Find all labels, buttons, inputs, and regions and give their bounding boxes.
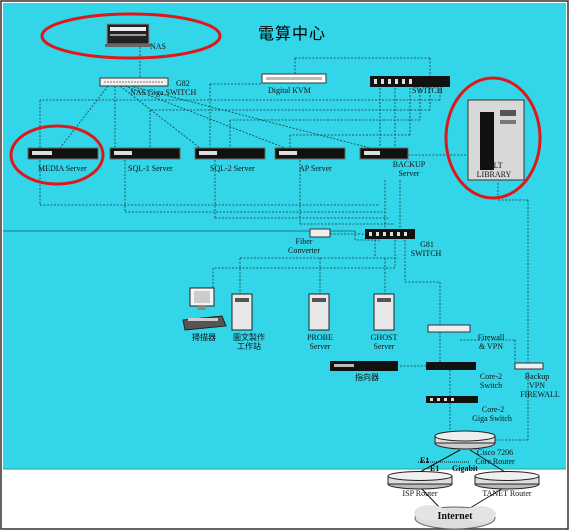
nas-switch-device (99, 77, 169, 87)
sdlt-library-device (467, 99, 525, 181)
diagram-background (3, 3, 566, 469)
director-label: 指向器 (355, 373, 379, 382)
backup-vpn-label-3: FIREWALL (520, 390, 560, 399)
tanet-router-device (474, 471, 540, 490)
workstation-label: 圖文製作 (233, 333, 265, 342)
ghost-label: GHOST (370, 333, 398, 342)
workstation-label-2: 工作站 (237, 342, 261, 351)
g81-switch-device (365, 229, 415, 239)
kvm-device (261, 73, 327, 84)
top-switch-device (370, 76, 450, 87)
isp-router-label: ISP Router (402, 489, 438, 498)
firewall-label-2: & VPN (478, 342, 504, 351)
core-switches (426, 362, 478, 403)
sdlt-label-2: LIBRARY (476, 170, 512, 179)
core2-switch-label-2: Switch (479, 381, 503, 390)
nas-device (105, 23, 151, 47)
highlight-marks (9, 12, 542, 200)
g81-label: G81 (420, 240, 434, 249)
ghost-label-2: Server (373, 342, 395, 351)
nas-switch-label-2: NAS Giga SWITCH (130, 88, 197, 97)
tanet-router-label: TANET Router (482, 489, 532, 498)
cisco-label-2: Core Router (475, 457, 515, 466)
switch-label: SWITCH (412, 86, 443, 95)
backup-vpn-label: Backup (524, 372, 550, 381)
backup-server-label-2: Server (398, 169, 420, 178)
g81-label-2: SWITCH (410, 249, 442, 258)
gigabit-label: Gigabit (452, 464, 478, 473)
internet-label: Internet (437, 511, 473, 522)
fiber-converter-device (309, 228, 331, 238)
nas-label: NAS (150, 42, 167, 51)
ap-server-label: AP Server (299, 164, 332, 173)
media-server-label: MEDIA Server (38, 164, 87, 173)
sdlt-label: SDLT (483, 161, 503, 170)
core2-giga-label-2: Giga Switch (472, 414, 512, 423)
fiber-label-2: Converter (288, 246, 320, 255)
isp-router-device (387, 471, 453, 490)
director-device (330, 361, 398, 371)
firewall-device (427, 324, 471, 333)
tower-servers (231, 293, 395, 331)
nas-switch-label: G82 (176, 79, 190, 88)
sql1-label: SQL-1 Server (128, 164, 173, 173)
cisco-label: Cisco 7206 (476, 448, 514, 457)
e1-label-2: E1 (430, 464, 440, 473)
backup-server-label: BACKUP (392, 160, 426, 169)
probe-label: PROBE (307, 333, 333, 342)
kvm-label: Digital KVM (268, 86, 311, 95)
sql2-label: SQL-2 Server (210, 164, 255, 173)
core2-switch-label: Core-2 (479, 372, 503, 381)
scanner-label: 掃描器 (192, 333, 216, 342)
scanner-device (182, 287, 227, 331)
probe-label-2: Server (309, 342, 331, 351)
cisco-router-device (434, 430, 496, 450)
firewall-label: Firewall (477, 333, 505, 342)
diagram-title: 電算中心 (258, 26, 327, 43)
internet-cloud (414, 505, 496, 530)
core2-giga-label: Core-2 (481, 405, 505, 414)
backup-vpn-label-2: VPN (528, 381, 545, 390)
e1-label: E1 (420, 456, 430, 465)
backup-vpn-device (514, 362, 544, 370)
fiber-label: Fiber (295, 237, 313, 246)
server-row (27, 147, 409, 160)
